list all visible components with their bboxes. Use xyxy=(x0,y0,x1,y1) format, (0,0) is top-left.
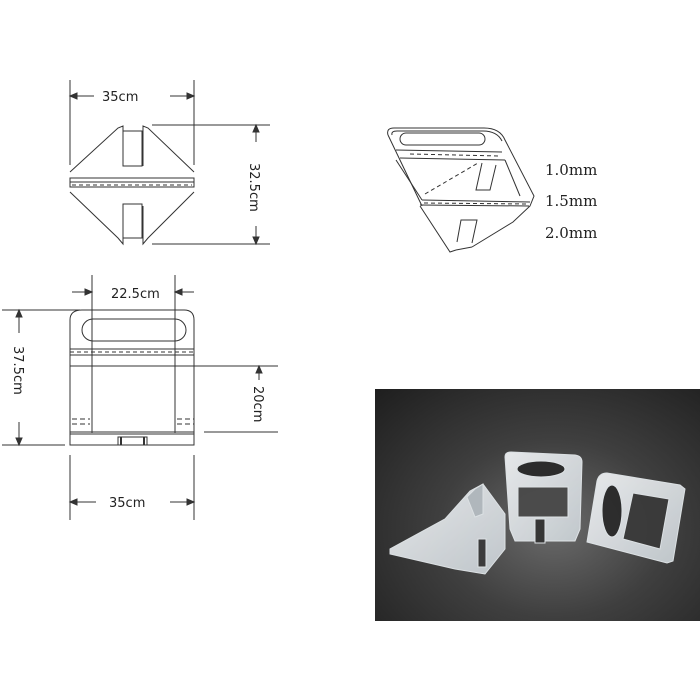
front-inner-width-label: 22.5cm xyxy=(111,287,160,302)
top-width-label: 35cm xyxy=(102,90,138,105)
clips-illustration xyxy=(389,451,686,575)
front-view-drawing xyxy=(2,275,278,520)
front-width-label: 35cm xyxy=(109,496,145,511)
thickness-option-3: 2.0mm xyxy=(545,224,597,242)
thickness-option-1: 1.0mm xyxy=(545,161,597,179)
top-view-drawing xyxy=(68,80,270,246)
top-height-label: 32.5cm xyxy=(246,163,261,212)
thickness-option-2: 1.5mm xyxy=(545,192,597,210)
isometric-view-drawing xyxy=(387,127,535,253)
front-base-height-label: 20cm xyxy=(250,386,265,422)
front-height-label: 37.5cm xyxy=(10,346,25,395)
product-photo xyxy=(375,389,700,621)
wedge-clip xyxy=(389,483,506,575)
upright-clip xyxy=(504,451,583,544)
frame-clip xyxy=(586,472,686,564)
